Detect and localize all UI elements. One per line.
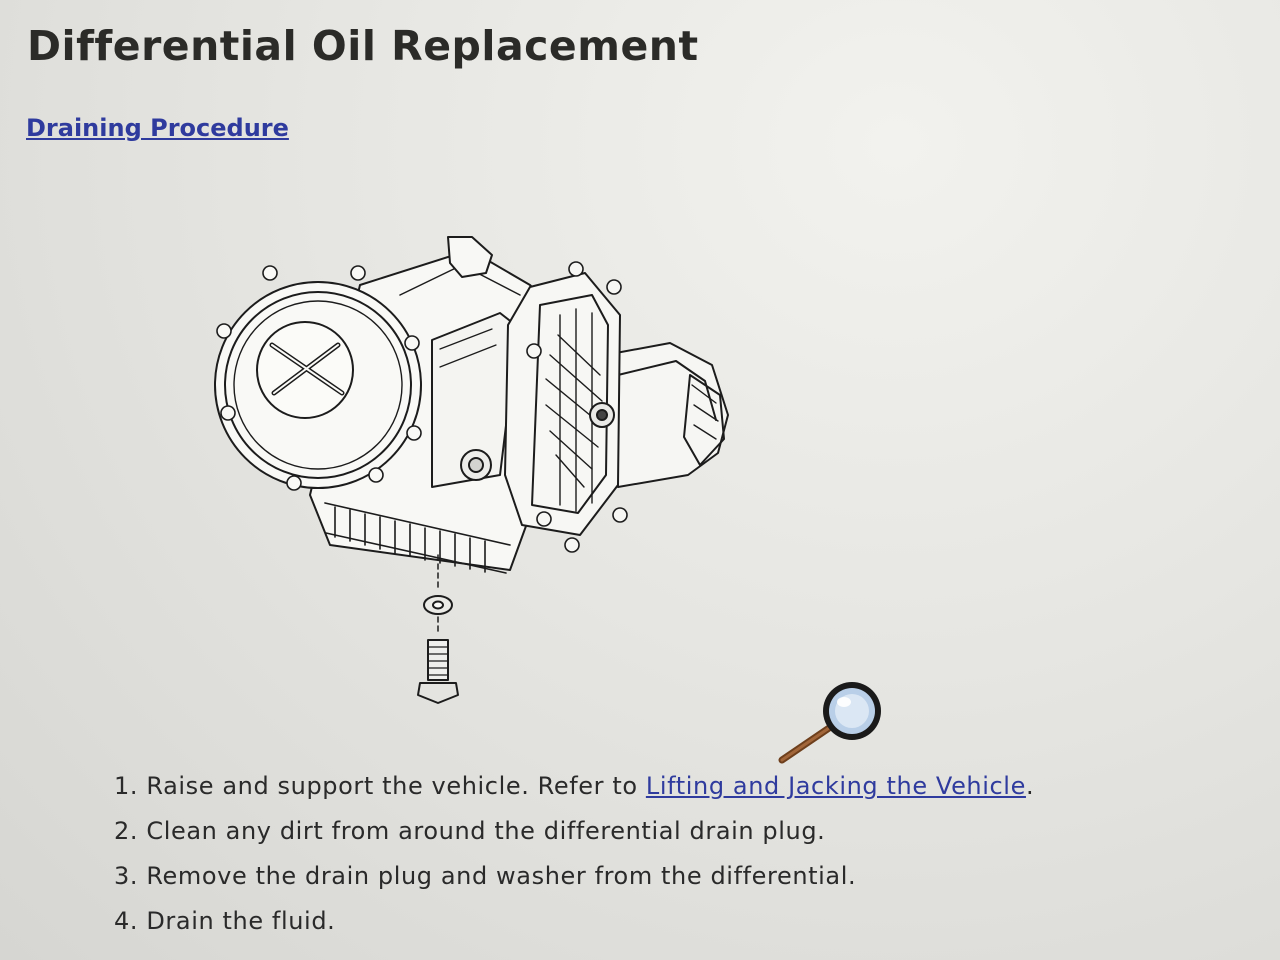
differential-drawing — [214, 236, 729, 704]
step-number: 3. — [114, 862, 139, 890]
step-item: 4. Drain the fluid. — [114, 903, 1034, 948]
step-number: 1. — [114, 772, 139, 800]
procedure-steps: 1. Raise and support the vehicle. Refer … — [114, 768, 1034, 948]
differential-illustration — [200, 225, 740, 720]
magnifier-icon[interactable] — [776, 678, 892, 764]
step-item: 3. Remove the drain plug and washer from… — [114, 858, 1034, 903]
draining-procedure-link[interactable]: Draining Procedure — [26, 114, 289, 142]
step-number: 2. — [114, 817, 139, 845]
step-suffix: . — [1025, 772, 1035, 800]
step-text: Remove the drain plug and washer from th… — [146, 862, 857, 890]
page-title: Differential Oil Replacement — [27, 22, 699, 70]
step-item: 2. Clean any dirt from around the differ… — [114, 813, 1034, 858]
step-number: 4. — [114, 907, 139, 935]
step-item: 1. Raise and support the vehicle. Refer … — [114, 768, 1034, 813]
lifting-and-jacking-link[interactable]: Lifting and Jacking the Vehicle — [645, 772, 1026, 800]
step-text: Drain the fluid. — [146, 907, 336, 935]
step-text: Raise and support the vehicle. Refer to — [146, 772, 646, 800]
step-text: Clean any dirt from around the different… — [146, 817, 826, 845]
